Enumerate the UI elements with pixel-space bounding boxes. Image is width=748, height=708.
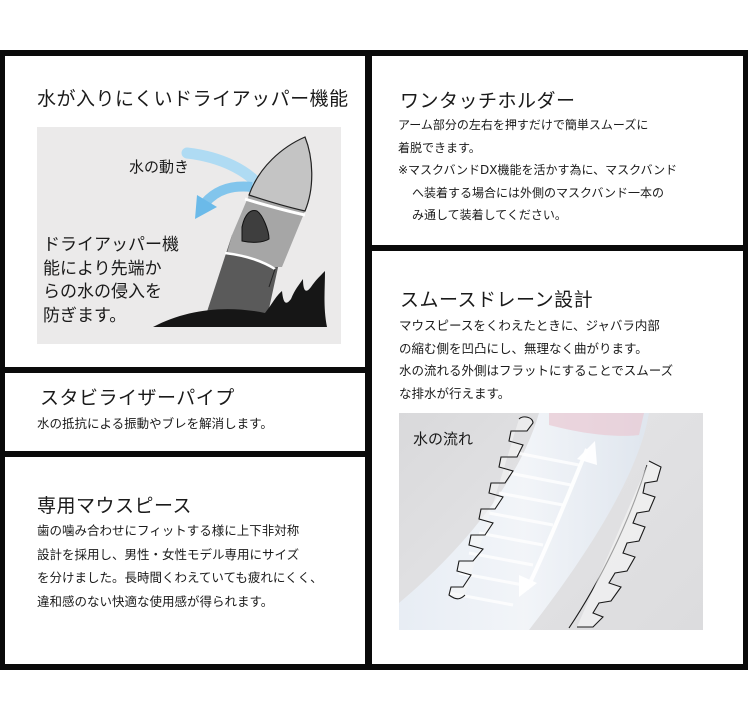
panel-title: ワンタッチホルダー: [400, 90, 576, 112]
panel-body: アーム部分の左右を押すだけで簡単スムーズに 着脱できます。 ※マスクバンドDX機…: [398, 118, 678, 222]
panel-body: 歯の噛み合わせにフィットする様に上下非対称 設計を採用し、男性・女性モデル専用に…: [37, 523, 323, 609]
bellows-tube-illustration: [399, 413, 662, 630]
panel-title: 水が入りにくいドライアッパー機能: [37, 88, 349, 110]
dry-upper-description: ドライアッパー機 能により先端か らの水の侵入を 防ぎます。: [43, 235, 179, 326]
holder-note: ※マスクバンドDX機能を活かす為に、マスクバンド: [398, 163, 678, 177]
water-flow-label: 水の流れ: [413, 430, 474, 448]
panel-body: マウスピースをくわえたときに、ジャバラ内部 の縮む側を凹凸にし、無理なく曲がりま…: [399, 318, 674, 401]
panel-one-touch-holder: ワンタッチホルダー アーム部分の左右を押すだけで簡単スムーズに 着脱できます。 …: [372, 56, 743, 245]
panel-dry-upper: 水が入りにくいドライアッパー機能 水の動き ドライアッパー機 能により先端か: [5, 56, 365, 367]
snorkel-top-illustration: [153, 136, 327, 327]
panel-smooth-drain: スムースドレーン設計 マウスピースをくわえたときに、ジャバラ内部 の縮む側を凹凸…: [372, 251, 743, 664]
panel-mouthpiece: 専用マウスピース 歯の噛み合わせにフィットする様に上下非対称 設計を採用し、男性…: [5, 457, 365, 664]
panel-stabilizer-pipe: スタビライザーパイプ 水の抵抗による振動やブレを解消します。: [5, 373, 365, 451]
panel-title: 専用マウスピース: [37, 495, 193, 517]
panel-title: スムースドレーン設計: [400, 289, 594, 311]
panel-title: スタビライザーパイプ: [40, 387, 235, 409]
dry-upper-illustration: 水の動き ドライアッパー機 能により先端か らの水の侵入を 防ぎます。: [37, 127, 341, 344]
panel-body: 水の抵抗による振動やブレを解消します。: [37, 416, 273, 431]
water-movement-label: 水の動き: [129, 158, 190, 176]
bellows-photo: 水の流れ: [399, 413, 703, 630]
